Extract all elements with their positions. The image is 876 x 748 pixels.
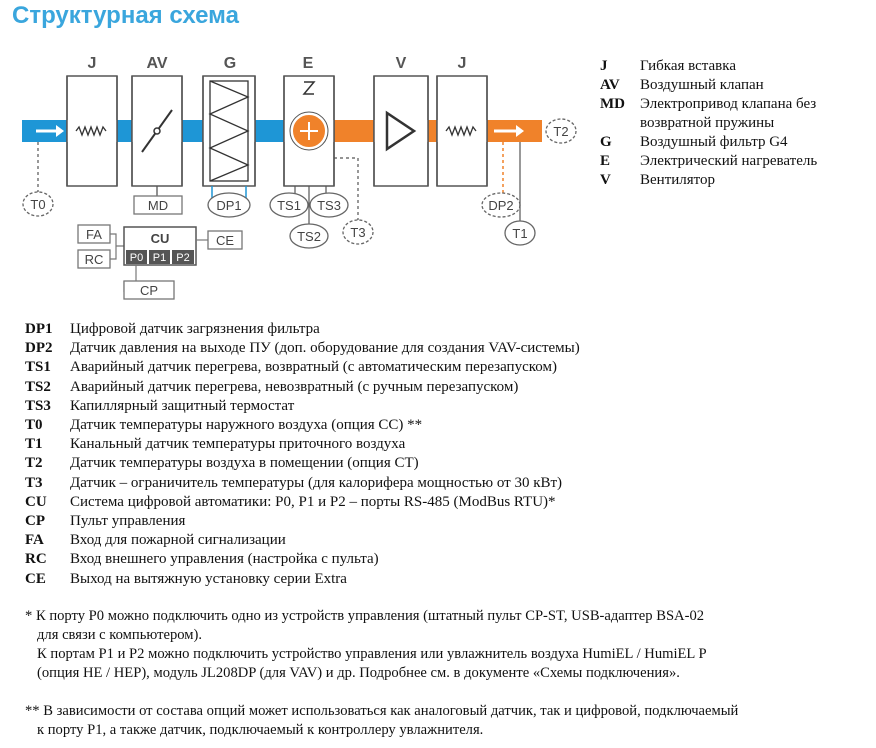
ts1-sensor [269,192,309,218]
ce-label: CE [216,233,234,248]
md-label: MD [148,198,168,213]
cp-panel [123,280,175,300]
port-p1-label: P1 [153,252,166,264]
label-v: V [396,55,407,72]
cp-label: CP [140,283,158,298]
t3-sensor [342,219,374,245]
fa-label: FA [86,227,102,242]
dp2-label: DP2 [488,198,513,213]
lightning-icon [302,81,316,95]
footnote-line: ** В зависимости от состава опций может … [25,703,739,719]
air-damper [131,75,183,187]
t2-sensor [545,118,577,144]
structural-diagram: J AV G E V J MD DP1 [22,55,577,300]
t3-label: T3 [350,225,365,240]
electric-heater [283,75,335,187]
footnote-line: (опция HE / HEP), модуль JL208DP (для VA… [37,665,680,681]
ts3-label: TS3 [317,198,341,213]
t0-label: T0 [30,197,45,212]
label-e: E [303,55,314,72]
spring-icon [445,125,477,137]
t2-label: T2 [553,124,568,139]
port-p0-label: P0 [130,252,143,264]
t0-sensor [22,191,54,217]
rc-label: RC [85,252,104,267]
footnote-line: * К порту P0 можно подключить одно из ус… [25,608,705,624]
flexible-insert-inlet [66,75,118,187]
label-j-outlet: J [458,55,467,72]
port-p2 [172,250,194,264]
fan-triangle-icon [385,110,417,152]
footnote-line: для связи с компьютером). [37,627,202,643]
ts1-label: TS1 [277,198,301,213]
footnotes: * К порту P0 можно подключить одно из ус… [25,607,870,740]
port-p2-label: P2 [176,252,189,264]
label-g: G [224,55,236,72]
footnote-line: К портам P1 и P2 можно подключить устрой… [37,646,707,662]
fan [373,75,429,187]
page-title: Структурная схема [12,2,239,29]
footnote-line: к порту P1, а также датчик, подключаемый… [37,722,484,738]
dp1-label: DP1 [216,198,241,213]
port-p0 [126,250,147,264]
label-j-inlet: J [88,55,97,72]
t1-label: T1 [512,226,527,241]
cu-label: CU [151,231,170,246]
ts2-sensor [289,223,329,249]
label-av: AV [146,55,167,72]
filter-pleats-icon [208,80,250,182]
inlet-arrow-icon [36,125,64,137]
air-filter [202,75,256,187]
flexible-insert-outlet [436,75,488,187]
t1-sensor [504,220,536,246]
port-p1 [149,250,170,264]
ts3-sensor [309,192,349,218]
spring-icon [75,125,107,137]
dp1-sensor [207,192,251,218]
ts2-label: TS2 [297,229,321,244]
md-actuator [133,195,183,215]
outlet-arrow-icon [494,125,524,137]
ce-output [207,230,243,250]
